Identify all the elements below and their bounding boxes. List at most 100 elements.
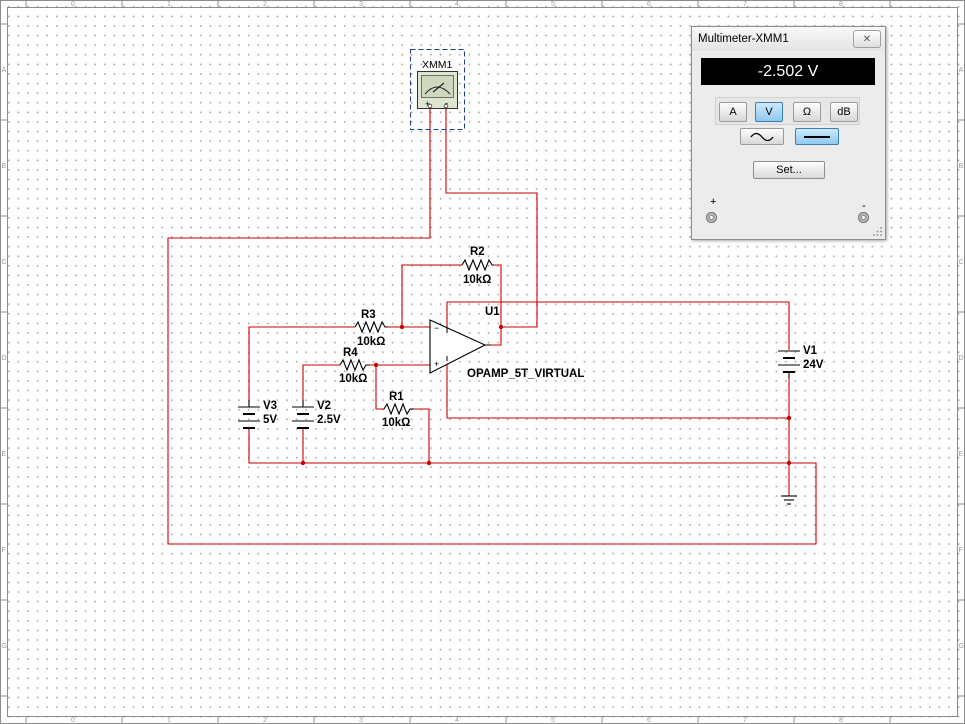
mode-ohmmeter-label: Ω: [802, 106, 812, 118]
resistor-r1-value: 10kΩ: [382, 417, 410, 429]
ruler-col-2-bottom: 2: [263, 717, 267, 724]
dc-source-v2-ref: V2: [317, 400, 331, 412]
resistor-r4[interactable]: R4 10kΩ: [339, 347, 370, 385]
resistor-zigzag-icon: [461, 258, 494, 272]
ruler-row-g-right: G: [959, 643, 964, 650]
multimeter-reading-display: -2.502 V: [701, 58, 875, 85]
dc-source-v1-ref: V1: [803, 345, 818, 357]
terminal-minus-icon[interactable]: [443, 103, 449, 109]
wire-meter-plus-to-ground-loop[interactable]: [167, 108, 817, 545]
ruler-col-4-bottom: 4: [455, 717, 459, 724]
multimeter-symbol-plus: +: [425, 99, 430, 109]
wire-r2-to-output[interactable]: [485, 264, 502, 346]
multimeter-symbol-minus: -: [445, 98, 448, 108]
minus-terminal-icon[interactable]: [858, 212, 869, 223]
ruler-col-6: 6: [647, 1, 651, 8]
ruler-row-a-right: A: [959, 67, 964, 74]
ac-mode-button[interactable]: [740, 128, 784, 145]
plus-terminal-icon[interactable]: [706, 212, 717, 223]
dc-source-v1[interactable]: V1 24V: [778, 345, 824, 378]
opamp-u1[interactable]: − + U1 OPAMP_5T_VIRTUAL: [429, 306, 584, 380]
dc-mode-button[interactable]: [795, 128, 839, 145]
resistor-zigzag-icon: [339, 358, 370, 372]
mode-ohmmeter-button[interactable]: Ω: [793, 102, 821, 122]
multimeter-symbol-screen: [421, 75, 454, 98]
resistor-r1[interactable]: R1 10kΩ: [382, 391, 414, 429]
close-icon: ✕: [862, 33, 872, 45]
ground-symbol-icon[interactable]: [781, 495, 797, 505]
junction-dot: [498, 324, 504, 330]
ruler-row-g: G: [2, 643, 7, 650]
ruler-row-e-right: E: [959, 451, 964, 458]
resistor-r3-ref: R3: [361, 309, 376, 321]
wire-feedback-r2[interactable]: [401, 264, 462, 327]
ruler-row-c: C: [2, 259, 7, 266]
set-button[interactable]: Set...: [753, 161, 825, 179]
multimeter-window[interactable]: Multimeter-XMM1 ✕ -2.502 V A V Ω dB Set.…: [691, 26, 886, 240]
ruler-col-1-bottom: 1: [167, 717, 171, 724]
opamp-triangle-icon: [429, 319, 487, 374]
ruler-col-6-bottom: 6: [647, 717, 651, 724]
resistor-r2[interactable]: R2 10kΩ: [461, 246, 494, 286]
ruler-col-7-bottom: 7: [743, 717, 747, 724]
selection-box: [410, 49, 465, 130]
terminal-plus-icon[interactable]: [427, 103, 433, 109]
mode-ammeter-label: A: [729, 106, 737, 118]
ruler-col-8: 8: [839, 1, 843, 8]
dc-source-v2-value: 2.5V: [317, 414, 341, 426]
dc-source-v1-value: 24V: [803, 359, 824, 371]
junction-dot: [786, 415, 792, 421]
ruler-row-d: D: [2, 355, 7, 362]
wire-v2-to-r4[interactable]: [302, 364, 340, 400]
junction-dot: [373, 362, 379, 368]
resize-grip-icon[interactable]: [873, 227, 883, 237]
junction-dots: [300, 324, 792, 466]
ruler-row-e: E: [2, 451, 7, 458]
opamp-ref-label: U1: [485, 306, 500, 318]
close-button[interactable]: ✕: [853, 30, 881, 48]
opamp-pin-plus: +: [434, 359, 439, 369]
multimeter-symbol-xmm1[interactable]: XMM1 + -: [410, 49, 465, 130]
junction-dot: [426, 460, 432, 466]
dc-source-v3[interactable]: V3 5V: [238, 400, 277, 429]
dc-source-v3-value: 5V: [263, 414, 277, 426]
multimeter-titlebar[interactable]: Multimeter-XMM1 ✕: [692, 27, 885, 51]
wire-v-minus-rail[interactable]: [446, 360, 790, 419]
ruler-col-7: 7: [743, 1, 747, 8]
meter-dial-icon: [424, 86, 451, 95]
resistor-r1-ref: R1: [389, 391, 404, 403]
resistor-zigzag-icon: [383, 402, 414, 416]
wire-v-plus-rail[interactable]: [446, 301, 790, 350]
mode-decibel-button[interactable]: dB: [830, 102, 858, 122]
mode-ammeter-button[interactable]: A: [719, 102, 747, 122]
multimeter-reading: -2.502 V: [757, 62, 819, 80]
set-button-label: Set...: [776, 164, 802, 176]
ruler-col-2: 2: [263, 1, 267, 8]
wire-ground-bus[interactable]: [248, 428, 789, 464]
ruler-col-0-bottom: 0: [71, 717, 75, 724]
dc-source-v3-ref: V3: [263, 400, 277, 412]
wire-r1-to-ground[interactable]: [414, 408, 430, 463]
resistor-r3[interactable]: R3 10kΩ: [354, 309, 388, 348]
resistor-zigzag-icon: [354, 320, 388, 334]
ruler-row-c-right: C: [959, 259, 964, 266]
mode-voltmeter-button[interactable]: V: [755, 102, 783, 122]
ruler-col-4: 4: [455, 1, 459, 8]
measurement-mode-group: A V Ω dB: [715, 97, 860, 125]
junction-dot: [786, 460, 792, 466]
dc-source-v2[interactable]: V2 2.5V: [292, 400, 341, 429]
resistor-r4-ref: R4: [343, 347, 358, 359]
wire-meter-minus-to-output[interactable]: [445, 108, 538, 328]
meter-needle-icon: [432, 82, 445, 93]
ruler-col-5: 5: [551, 1, 555, 8]
ruler-row-f-right: F: [959, 547, 963, 554]
minus-terminal-label: -: [862, 200, 866, 212]
resistor-r3-value: 10kΩ: [357, 336, 385, 348]
wire-v3-to-r3[interactable]: [248, 326, 355, 400]
circuit-wires[interactable]: [167, 108, 817, 545]
sine-wave-icon: [750, 132, 774, 141]
wire-r1-branch[interactable]: [375, 365, 384, 410]
opamp-pin-minus: −: [434, 323, 439, 333]
